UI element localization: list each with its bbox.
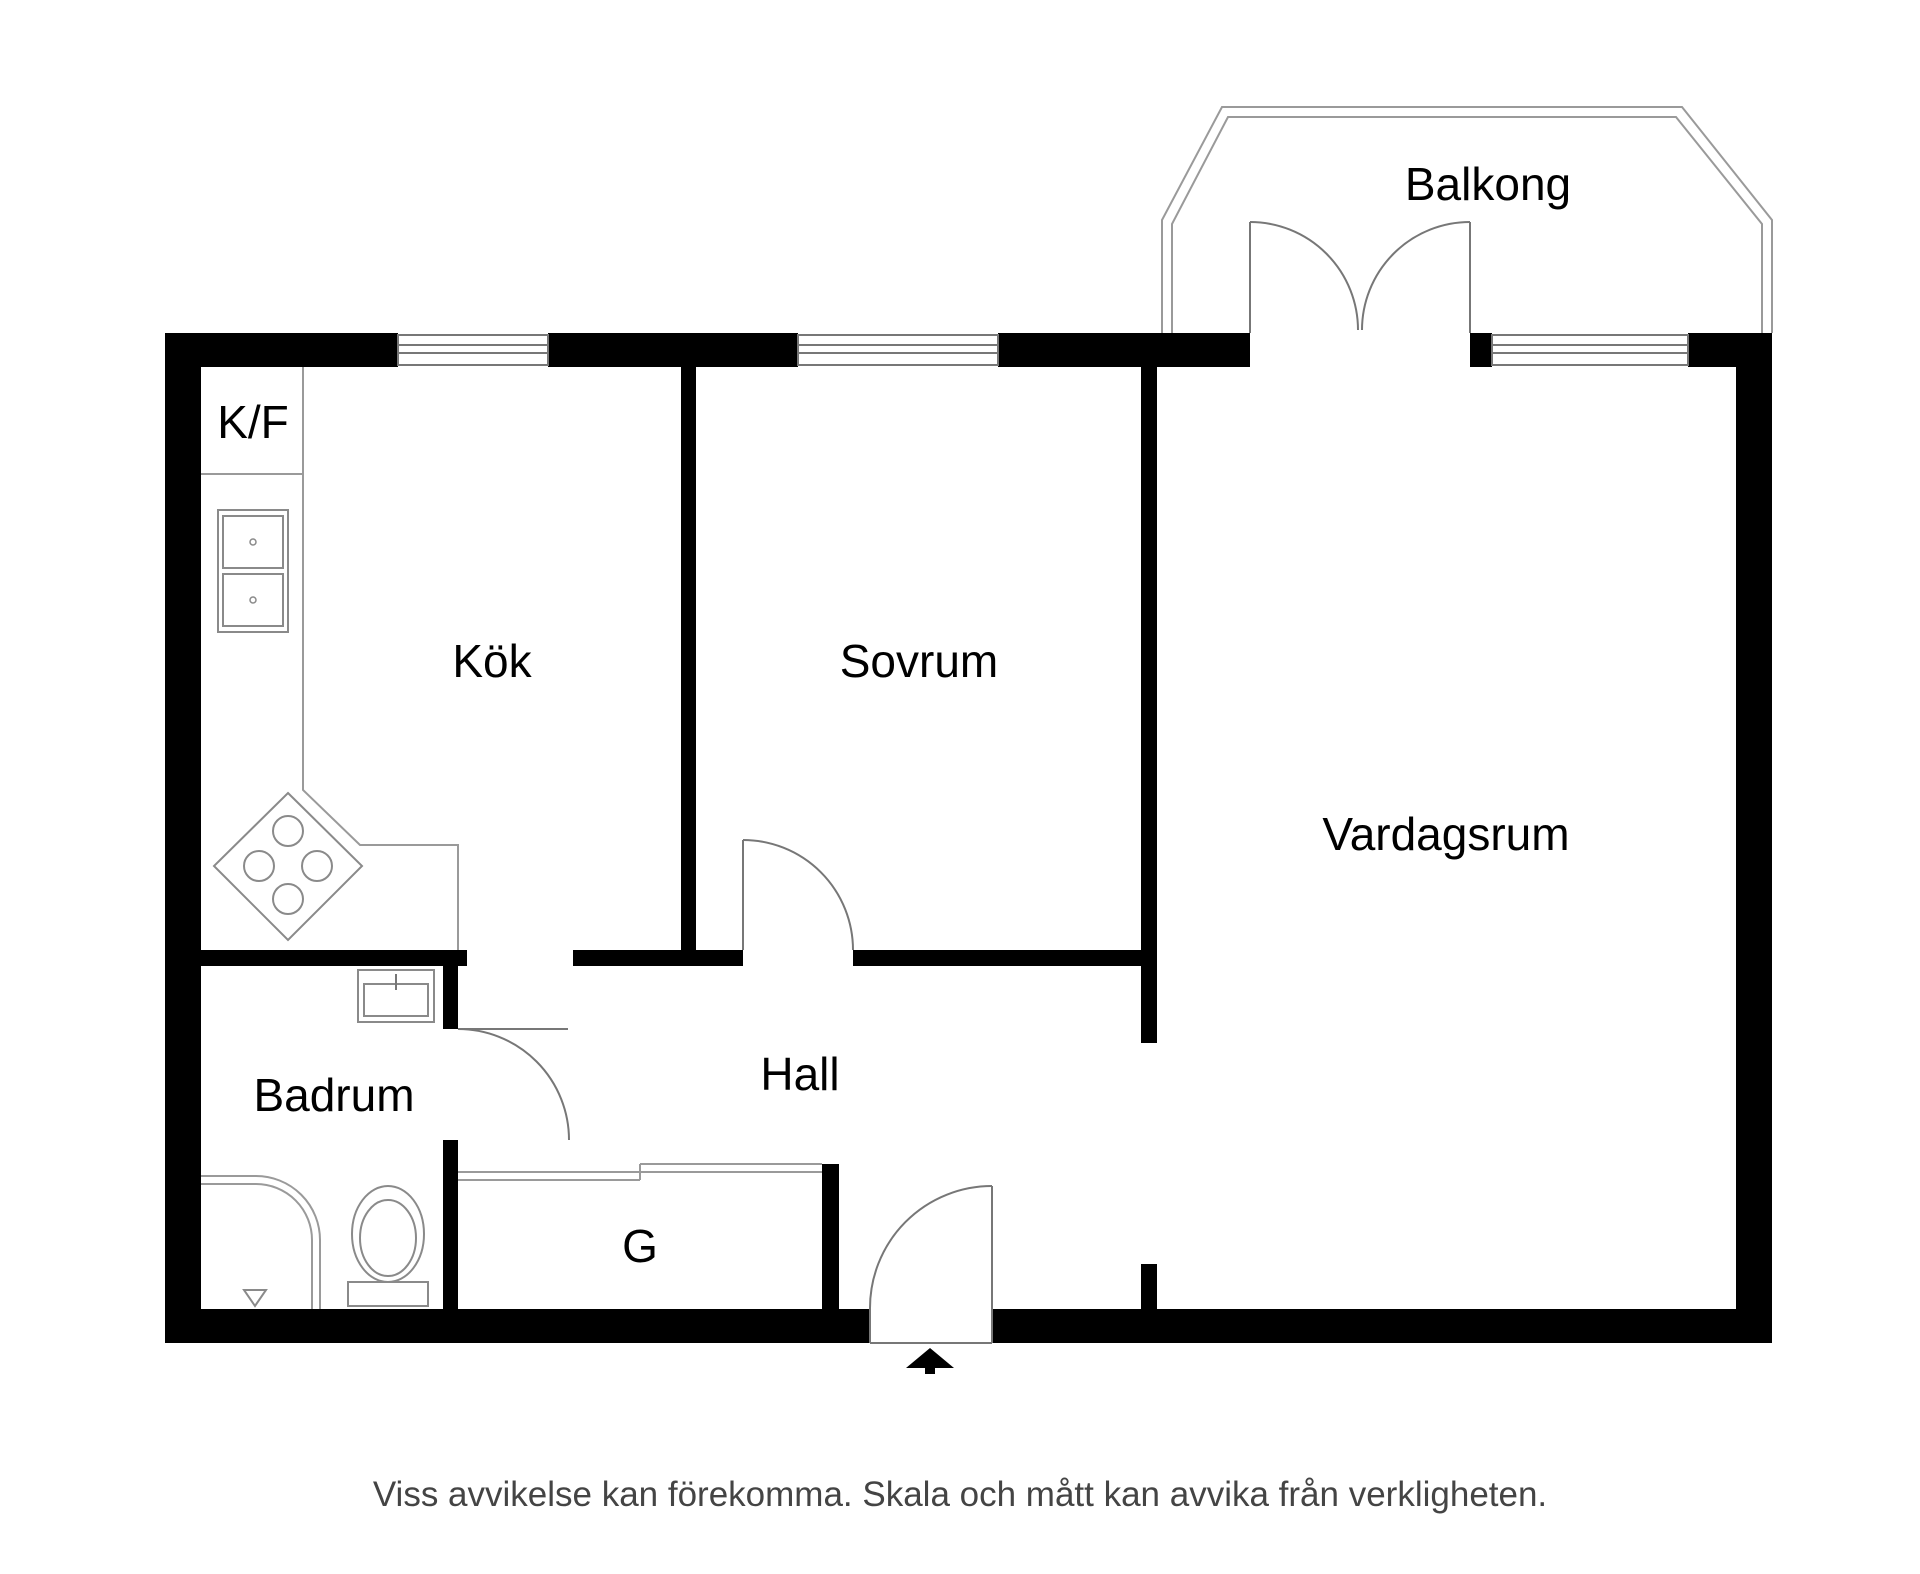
label-hall: Hall (760, 1048, 839, 1100)
disclaimer: Viss avvikelse kan förekomma. Skala och … (373, 1475, 1547, 1514)
label-wardrobe: G (622, 1220, 658, 1272)
bathroom-fixtures (201, 969, 435, 1309)
balcony-outline (1161, 106, 1773, 333)
label-bedroom: Sovrum (840, 635, 998, 687)
wardrobe-doors (458, 1163, 822, 1181)
label-fridge-freezer: K/F (217, 396, 289, 448)
doors (457, 839, 993, 1344)
entrance-arrow-icon (906, 1348, 954, 1374)
balcony-door (1249, 221, 1471, 333)
room-labels: Balkong K/F Kök Sovrum Vardagsrum Hall B… (217, 158, 1571, 1272)
interior-walls (201, 367, 1157, 1309)
windows (397, 334, 1689, 366)
kitchen-fixtures (201, 367, 459, 950)
label-bathroom: Badrum (253, 1069, 414, 1121)
label-balcony: Balkong (1405, 158, 1571, 210)
label-kitchen: Kök (452, 635, 532, 687)
label-living-room: Vardagsrum (1322, 808, 1569, 860)
exterior-walls (165, 333, 1772, 1343)
